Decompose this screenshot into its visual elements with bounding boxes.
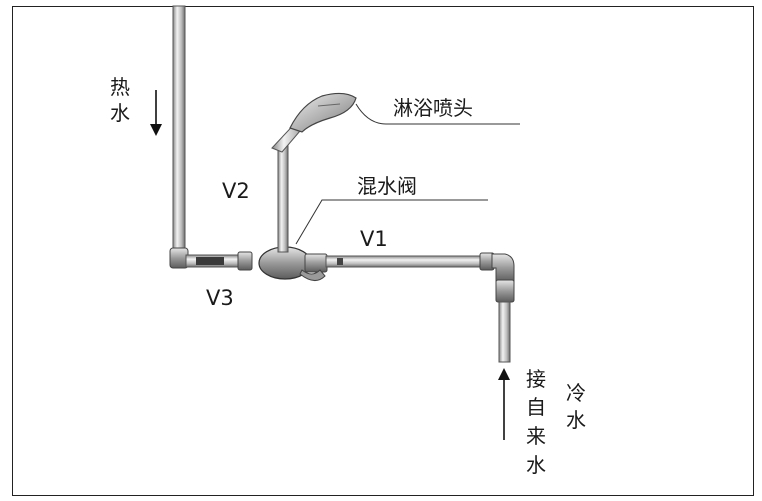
v2-riser-pipe bbox=[271, 117, 307, 253]
hot-water-arrow-icon bbox=[150, 90, 162, 136]
diagram-frame bbox=[12, 6, 754, 496]
cold-water-pipe bbox=[491, 253, 515, 363]
v1-label: V1 bbox=[360, 227, 388, 251]
v2-label: V2 bbox=[222, 179, 250, 203]
tap-water-label-1: 接 bbox=[526, 367, 546, 391]
shower-head-icon bbox=[289, 92, 357, 133]
cold-water-arrow-icon bbox=[498, 368, 510, 440]
mixing-valve-body bbox=[258, 246, 328, 281]
hot-water-pipe bbox=[169, 5, 189, 269]
tap-water-label-2: 自 bbox=[526, 395, 546, 419]
v3-label: V3 bbox=[206, 286, 234, 310]
leader-lines bbox=[295, 103, 520, 245]
hot-water-label-1: 热 bbox=[110, 75, 130, 99]
cold-water-label-1: 冷 bbox=[566, 381, 586, 405]
shower-head-label: 淋浴喷头 bbox=[393, 96, 473, 120]
cold-water-label-2: 水 bbox=[566, 408, 586, 432]
tap-water-label-4: 水 bbox=[526, 453, 546, 477]
hot-water-label-2: 水 bbox=[110, 101, 130, 125]
v1-pipe bbox=[325, 252, 497, 271]
mixing-valve-label: 混水阀 bbox=[357, 174, 417, 198]
v3-pipe bbox=[185, 251, 253, 271]
tap-water-label-3: 来 bbox=[526, 424, 546, 448]
